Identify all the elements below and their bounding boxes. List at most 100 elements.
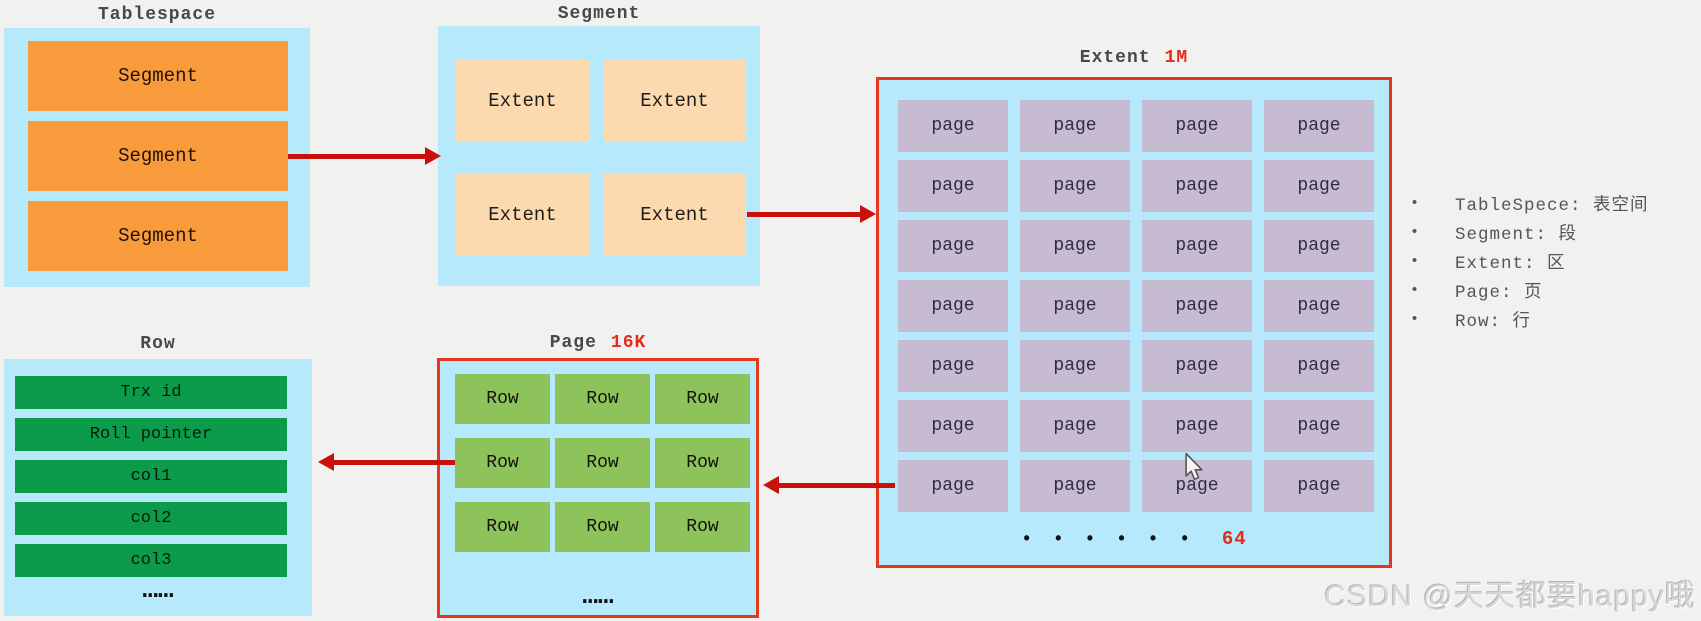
row-cell: Row bbox=[655, 374, 750, 424]
arrowhead-right-icon bbox=[425, 147, 441, 165]
arrow-extent-to-page bbox=[763, 476, 895, 494]
arrow-line bbox=[779, 482, 895, 488]
page-cell: page bbox=[1264, 340, 1374, 392]
page-cell: page bbox=[898, 460, 1008, 512]
row-cell: Row bbox=[655, 502, 750, 552]
page-cell: page bbox=[1264, 400, 1374, 452]
row-cell: Row bbox=[455, 374, 550, 424]
page-cell: page bbox=[1264, 100, 1374, 152]
extent-size-label: 1M bbox=[1164, 48, 1189, 68]
tablespace-title: Tablespace bbox=[4, 5, 310, 25]
page-cell: page bbox=[1142, 160, 1252, 212]
legend: • TableSpece: 表空间 • Segment: 段 • Extent:… bbox=[1410, 189, 1649, 334]
page-ellipsis: …… bbox=[582, 581, 614, 611]
mouse-cursor-icon bbox=[1183, 452, 1205, 487]
page-cell: page bbox=[1142, 400, 1252, 452]
arrowhead-left-icon bbox=[318, 453, 334, 471]
row-cell: Row bbox=[555, 502, 650, 552]
bullet-icon: • bbox=[1410, 282, 1421, 299]
legend-item: • TableSpece: 表空间 bbox=[1410, 189, 1649, 218]
legend-item-label: TableSpece: 表空间 bbox=[1455, 196, 1649, 216]
page-title: Page 16K bbox=[437, 333, 759, 353]
watermark: CSDN @天天都要happy哦 bbox=[1324, 580, 1696, 613]
page-cell: page bbox=[1142, 220, 1252, 272]
legend-item: • Segment: 段 bbox=[1410, 218, 1649, 247]
bullet-icon: • bbox=[1410, 195, 1421, 212]
page-cell: page bbox=[1020, 220, 1130, 272]
legend-item-label: Extent: 区 bbox=[1455, 254, 1566, 274]
page-cell: page bbox=[898, 220, 1008, 272]
tablespace-title-label: Tablespace bbox=[97, 5, 217, 25]
row-title-label: Row bbox=[140, 334, 176, 354]
segment-title: Segment bbox=[438, 4, 760, 24]
segment-cell: Segment bbox=[28, 201, 288, 271]
segment-title-label: Segment bbox=[557, 4, 641, 24]
arrow-line bbox=[747, 211, 860, 217]
row-field: col1 bbox=[15, 460, 287, 493]
row-cell: Row bbox=[555, 374, 650, 424]
row-field: col3 bbox=[15, 544, 287, 577]
arrow-line bbox=[334, 459, 455, 465]
row-title: Row bbox=[4, 334, 312, 354]
extent-ellipsis-row: • • • • • • 64 bbox=[879, 528, 1389, 550]
page-cell: page bbox=[1020, 160, 1130, 212]
bullet-icon: • bbox=[1410, 224, 1421, 241]
page-cell: page bbox=[898, 160, 1008, 212]
extent-title-label: Extent bbox=[1079, 48, 1151, 68]
segment-cell: Segment bbox=[28, 121, 288, 191]
page-cell: page bbox=[898, 400, 1008, 452]
extent-cell: Extent bbox=[603, 173, 746, 256]
extent-title: Extent 1M bbox=[876, 48, 1392, 68]
extent-cell: Extent bbox=[603, 59, 746, 142]
row-field: Roll pointer bbox=[15, 418, 287, 451]
page-cell: page bbox=[1264, 220, 1374, 272]
row-cell: Row bbox=[555, 438, 650, 488]
extent-cell: Extent bbox=[455, 59, 590, 142]
arrowhead-right-icon bbox=[860, 205, 876, 223]
segment-cell: Segment bbox=[28, 41, 288, 111]
legend-item: • Page: 页 bbox=[1410, 276, 1649, 305]
arrowhead-left-icon bbox=[763, 476, 779, 494]
row-field: Trx id bbox=[15, 376, 287, 409]
legend-item-label: Segment: 段 bbox=[1455, 225, 1578, 245]
page-cell: page bbox=[898, 340, 1008, 392]
bullet-icon: • bbox=[1410, 311, 1421, 328]
row-field-list: Trx id Roll pointer col1 col2 col3 bbox=[15, 376, 287, 577]
legend-item: • Row: 行 bbox=[1410, 305, 1649, 334]
page-cell: page bbox=[1020, 100, 1130, 152]
extent-cell: Extent bbox=[455, 173, 590, 256]
row-ellipsis: …… bbox=[142, 575, 174, 605]
page-cell: page bbox=[1020, 400, 1130, 452]
page-cell: page bbox=[1142, 280, 1252, 332]
page-cell: page bbox=[1020, 340, 1130, 392]
page-title-label: Page bbox=[549, 333, 597, 353]
page-cell: page bbox=[898, 280, 1008, 332]
arrow-page-to-row bbox=[318, 453, 455, 471]
legend-item: • Extent: 区 bbox=[1410, 247, 1649, 276]
ellipsis-dots: • • • • • • bbox=[1021, 530, 1196, 550]
arrow-tablespace-to-segment bbox=[288, 147, 441, 165]
row-cell: Row bbox=[455, 502, 550, 552]
page-cell: page bbox=[1020, 460, 1130, 512]
page-size-label: 16K bbox=[610, 333, 647, 353]
bullet-icon: • bbox=[1410, 253, 1421, 270]
page-cell: page bbox=[1142, 100, 1252, 152]
row-box: Trx id Roll pointer col1 col2 col3 …… bbox=[4, 359, 312, 616]
row-cell: Row bbox=[655, 438, 750, 488]
page-cell: page bbox=[1142, 340, 1252, 392]
row-field: col2 bbox=[15, 502, 287, 535]
row-cell: Row bbox=[455, 438, 550, 488]
page-cell: page bbox=[1264, 160, 1374, 212]
page-cell: page bbox=[1264, 280, 1374, 332]
legend-item-label: Row: 行 bbox=[1455, 312, 1532, 332]
arrow-segment-to-extent bbox=[747, 205, 876, 223]
